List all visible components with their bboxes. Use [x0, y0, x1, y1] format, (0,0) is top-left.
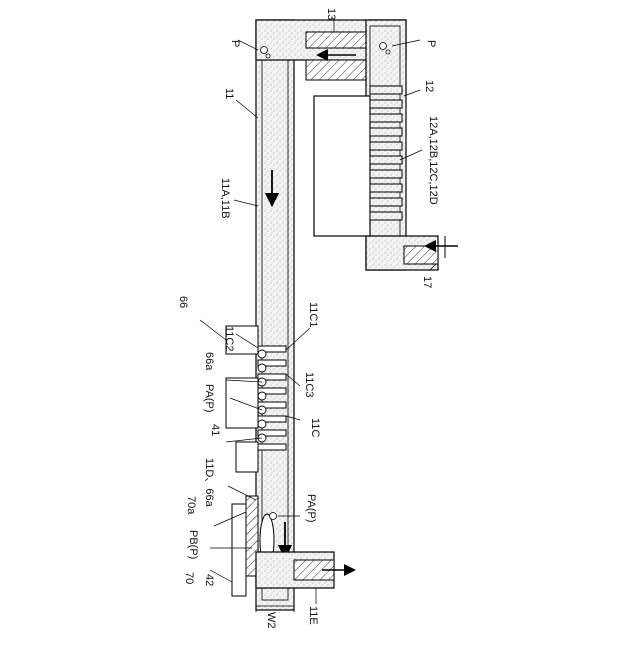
label-66a-upper: 66a: [203, 352, 215, 371]
label-12abcd: 12A,12B,12C,12D: [427, 116, 439, 205]
label-70a: 70a: [185, 496, 197, 515]
label-70: 70: [183, 572, 195, 584]
label-42: 42: [203, 574, 215, 586]
outlet-11e: [256, 552, 350, 588]
label-p-right: P: [425, 40, 437, 47]
label-pap-left: PA(P): [203, 384, 215, 413]
label-11c2: 11C2: [223, 326, 235, 351]
label-pbp: PB(P): [187, 530, 199, 559]
label-11d-66a: 11D、66a: [203, 458, 215, 508]
label-pap-right: PA(P): [305, 494, 317, 523]
label-11c1: 11C1: [307, 302, 319, 327]
heat-source-box: [314, 96, 370, 236]
label-11c: 11C: [309, 418, 321, 437]
label-w2: W2: [265, 612, 277, 629]
label-12: 12: [423, 80, 435, 92]
label-13: 13: [325, 8, 337, 20]
label-11e: 11E: [307, 606, 319, 625]
label-41: 41: [209, 424, 221, 436]
label-11a11b: 11A,11B: [219, 178, 231, 219]
label-p-left: P: [229, 40, 241, 47]
label-66: 66: [177, 296, 189, 308]
label-11c3: 11C3: [303, 372, 315, 397]
inlet-17: [366, 236, 458, 270]
label-11: 11: [223, 88, 235, 99]
label-17: 17: [421, 276, 433, 288]
